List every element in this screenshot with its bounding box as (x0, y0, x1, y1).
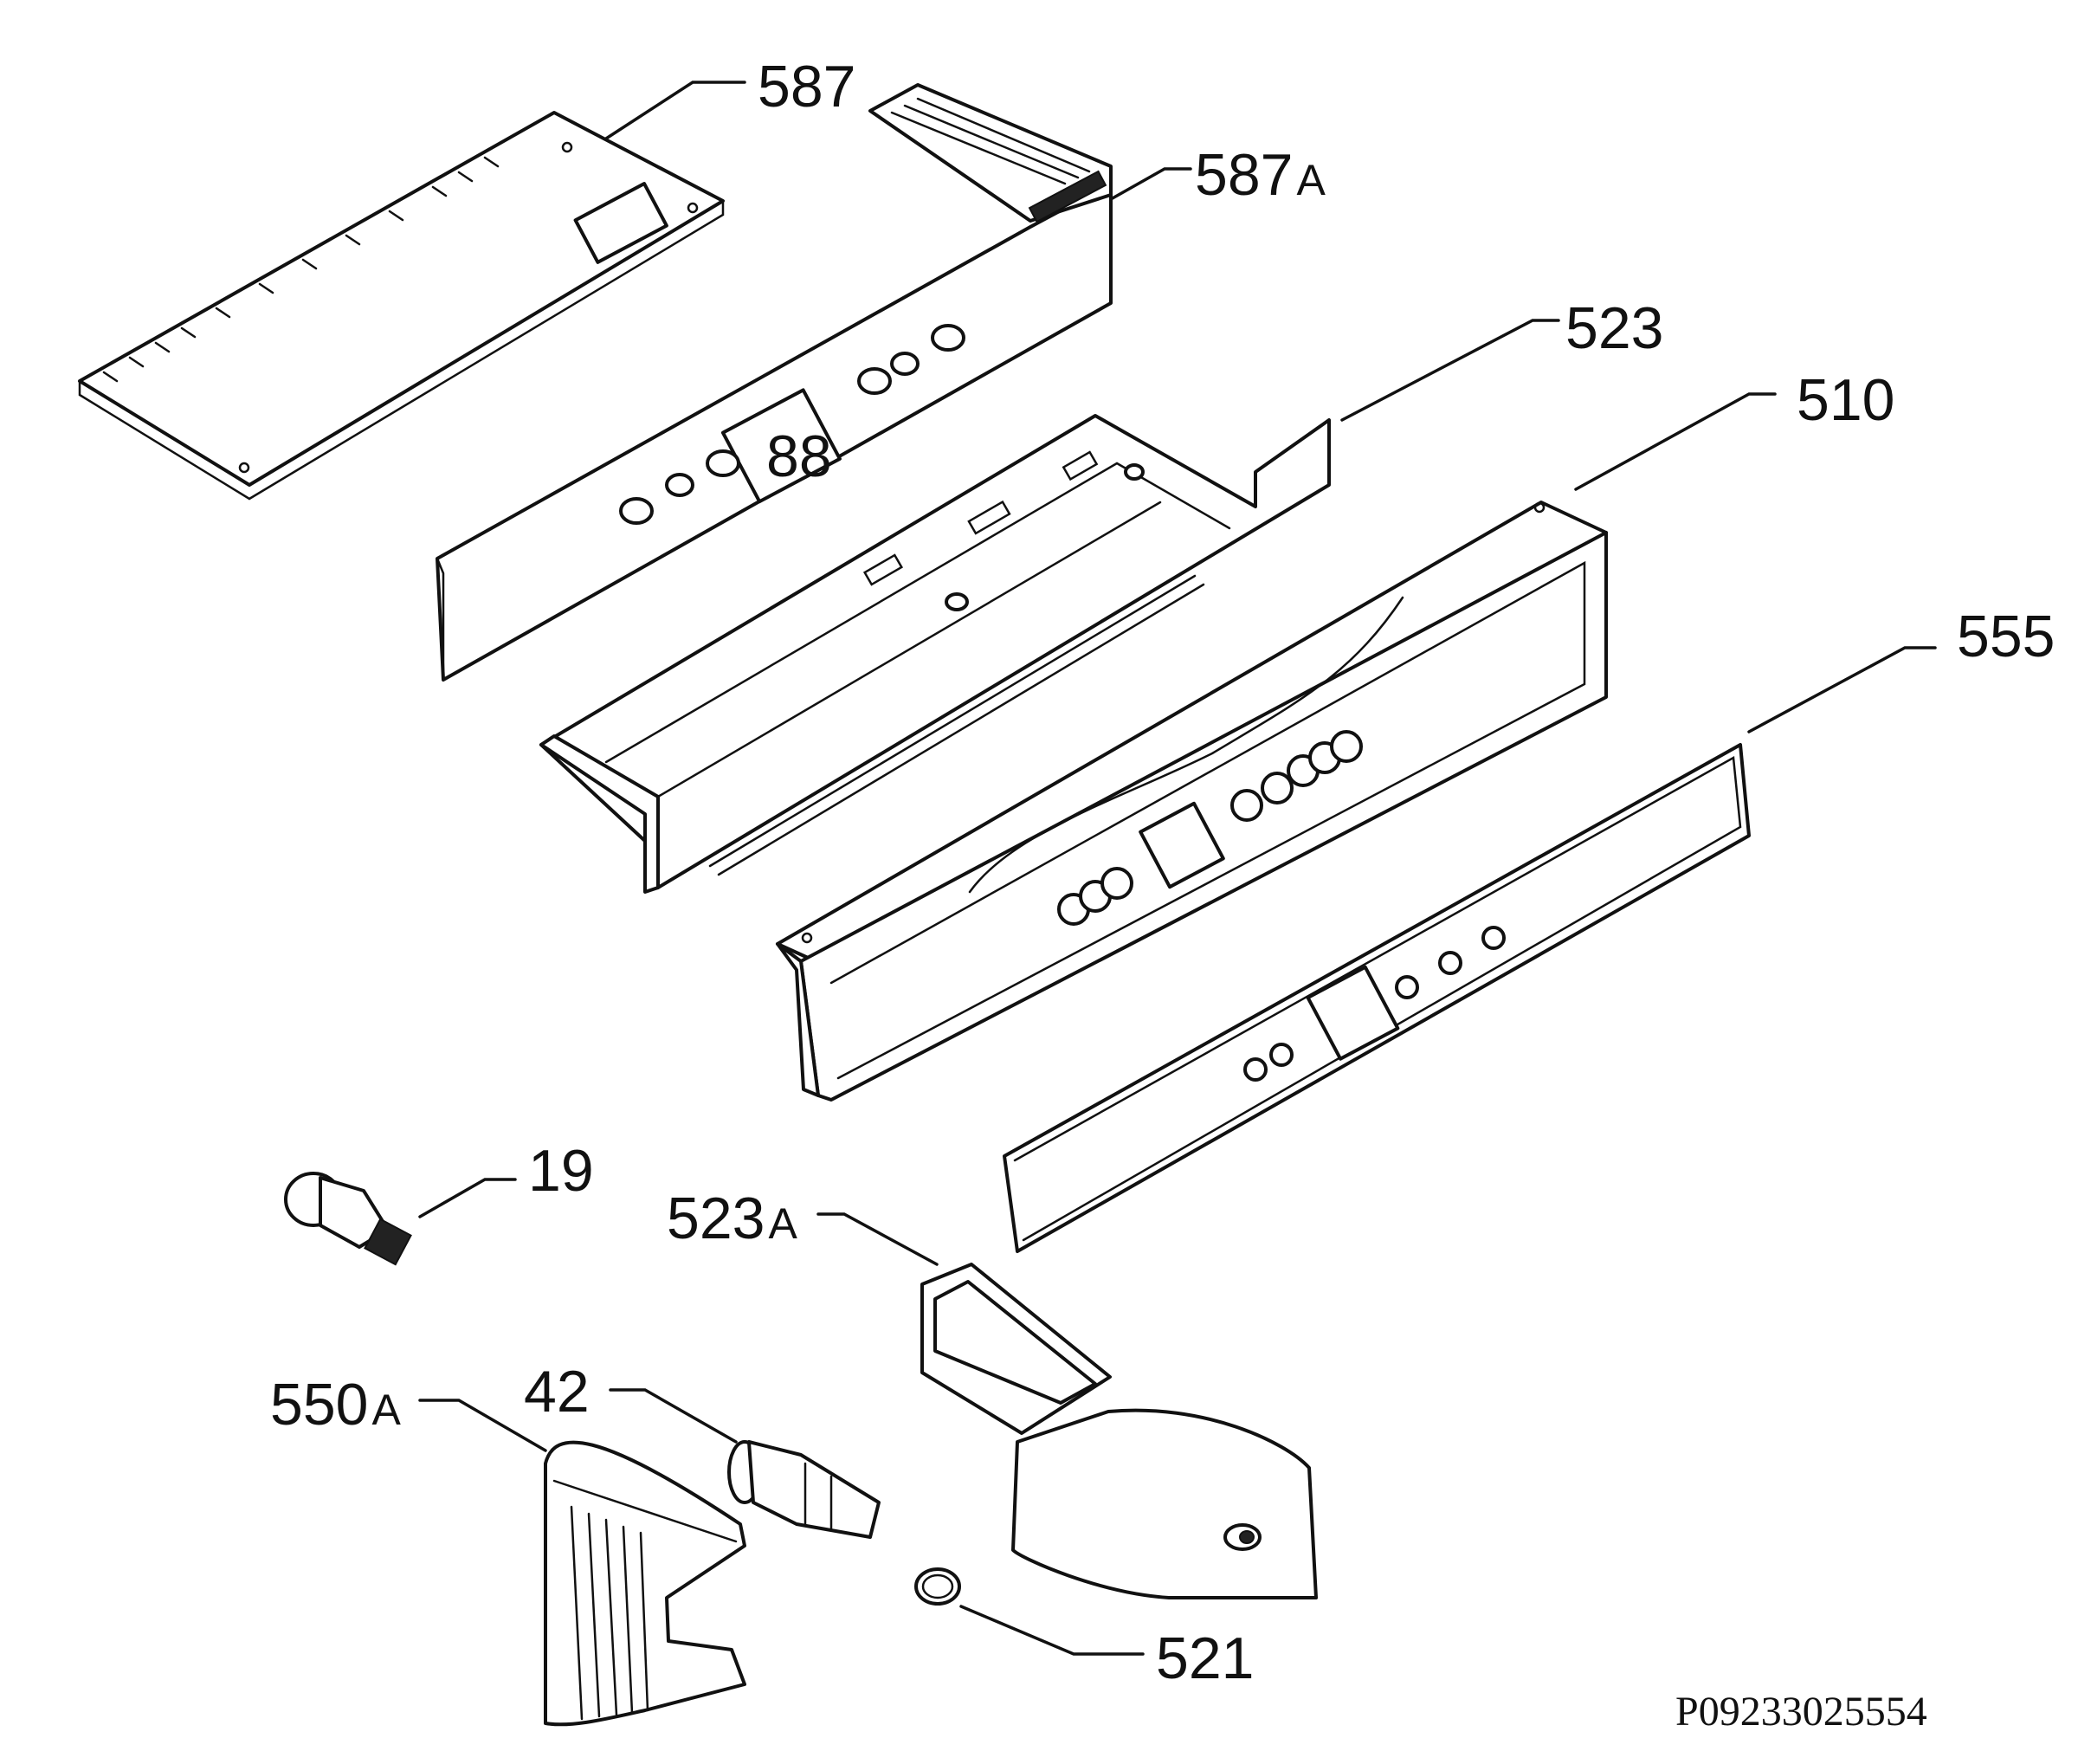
label-523a: 523A (667, 1186, 797, 1251)
part-labels: 587 587A 523 510 555 19 523A 550A 42 521… (270, 54, 2055, 1735)
part-42-lamp-holder (727, 1440, 881, 1539)
part-550a-end-cap (544, 1440, 746, 1727)
part-555-front-panel (1003, 743, 1751, 1253)
leader-587 (604, 81, 746, 140)
leader-510 (1574, 392, 1777, 491)
leader-lines (418, 81, 1937, 1656)
part-587a-display-board: 88 (436, 83, 1113, 682)
svg-text:88: 88 (766, 423, 832, 489)
label-550a: 550A (270, 1372, 401, 1438)
label-42: 42 (524, 1359, 590, 1425)
reference-code: P09233025554 (1675, 1689, 1927, 1735)
label-587a: 587A (1195, 142, 1326, 208)
leader-521 (959, 1605, 1145, 1656)
leader-550a (418, 1399, 547, 1452)
leader-587a (1109, 167, 1192, 201)
leader-523a (816, 1212, 939, 1266)
label-523: 523 (1565, 295, 1663, 361)
leader-523 (1340, 319, 1560, 422)
label-555: 555 (1957, 604, 2055, 669)
label-19: 19 (528, 1138, 594, 1204)
leader-42 (609, 1388, 738, 1444)
leader-555 (1747, 646, 1937, 733)
part-523-frame (539, 414, 1331, 894)
part-523a-end-housing (920, 1263, 1318, 1599)
label-587: 587 (758, 54, 855, 120)
leader-19 (418, 1178, 517, 1218)
part-587-board (78, 111, 725, 501)
part-510-control-panel (776, 501, 1608, 1102)
label-521: 521 (1156, 1625, 1254, 1691)
part-19-bulb (284, 1172, 412, 1266)
label-510: 510 (1797, 367, 1894, 433)
part-521-o-ring (914, 1567, 961, 1606)
